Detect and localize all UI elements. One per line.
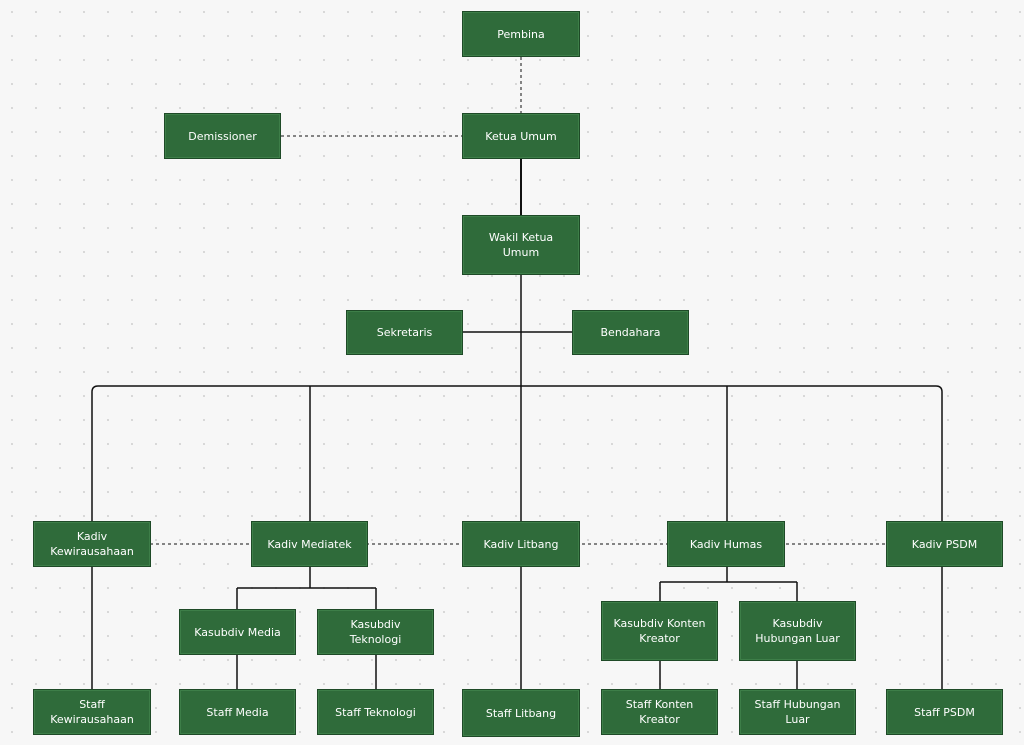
- node-label: Staff Litbang: [485, 706, 557, 720]
- node-pembina[interactable]: Pembina: [462, 11, 580, 57]
- node-label: Kasubdiv Media: [194, 625, 281, 639]
- node-ketua-umum[interactable]: Ketua Umum: [462, 113, 580, 159]
- node-label: Staff Media: [206, 705, 269, 719]
- node-label: Staff Konten Kreator: [625, 698, 694, 726]
- node-label: Sekretaris: [376, 326, 433, 339]
- node-label: Ketua Umum: [485, 129, 557, 143]
- node-label: Kasubdiv Hubungan Luar: [755, 617, 840, 645]
- node-label: Kadiv Mediatek: [267, 537, 352, 551]
- node-label: Bendahara: [600, 326, 661, 339]
- node-staff-teknologi[interactable]: Staff Teknologi: [317, 689, 434, 735]
- node-label: Kasubdiv Teknologi: [349, 618, 402, 646]
- node-wakil-ketua-umum[interactable]: Wakil Ketua Umum: [462, 215, 580, 275]
- node-staff-kewirausahaan[interactable]: Staff Kewirausahaan: [33, 689, 151, 735]
- node-kasubdiv-media[interactable]: Kasubdiv Media: [179, 609, 296, 655]
- node-staff-psdm[interactable]: Staff PSDM: [886, 689, 1003, 735]
- node-label: Kadiv Humas: [689, 537, 763, 551]
- node-kasubdiv-teknologi[interactable]: Kasubdiv Teknologi: [317, 609, 434, 655]
- node-staff-litbang[interactable]: Staff Litbang: [462, 689, 580, 737]
- node-label: Kasubdiv Konten Kreator: [613, 617, 706, 645]
- node-staff-konten-kreator[interactable]: Staff Konten Kreator: [601, 689, 718, 735]
- node-label: Kadiv Litbang: [483, 537, 559, 551]
- node-label: Staff Kewirausahaan: [50, 698, 134, 726]
- node-kadiv-psdm[interactable]: Kadiv PSDM: [886, 521, 1003, 567]
- node-kadiv-humas[interactable]: Kadiv Humas: [667, 521, 785, 567]
- node-kadiv-kewirausahaan[interactable]: Kadiv Kewirausahaan: [33, 521, 151, 567]
- node-label: Pembina: [497, 27, 545, 41]
- node-label: Staff Hubungan Luar: [754, 698, 841, 726]
- node-kasubdiv-konten-kreator[interactable]: Kasubdiv Konten Kreator: [601, 601, 718, 661]
- node-kasubdiv-hubungan-luar[interactable]: Kasubdiv Hubungan Luar: [739, 601, 856, 661]
- connector-kadiv-bus: [91, 385, 943, 522]
- node-demissioner[interactable]: Demissioner: [164, 113, 281, 159]
- node-staff-hubungan-luar[interactable]: Staff Hubungan Luar: [739, 689, 856, 735]
- node-label: Wakil Ketua Umum: [488, 231, 554, 259]
- node-kadiv-litbang[interactable]: Kadiv Litbang: [462, 521, 580, 567]
- node-label: Demissioner: [188, 129, 257, 143]
- node-sekretaris[interactable]: Sekretaris: [346, 310, 463, 355]
- node-label: Kadiv PSDM: [911, 537, 978, 551]
- node-staff-media[interactable]: Staff Media: [179, 689, 296, 735]
- node-label: Staff PSDM: [914, 705, 975, 719]
- node-label: Staff Teknologi: [335, 705, 416, 719]
- node-kadiv-mediatek[interactable]: Kadiv Mediatek: [251, 521, 368, 567]
- node-label: Kadiv Kewirausahaan: [50, 530, 134, 558]
- node-bendahara[interactable]: Bendahara: [572, 310, 689, 355]
